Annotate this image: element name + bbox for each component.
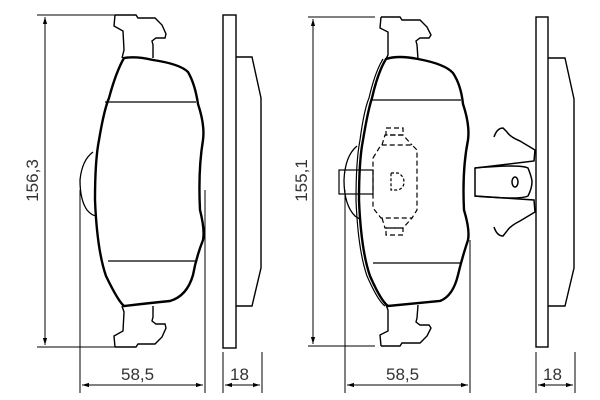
right-pad-side-view [535,16,576,393]
right-pad-thickness-label: 18 [543,365,562,384]
right-pad-spring-clip [474,127,536,237]
right-pad-height-label: 155,1 [291,159,311,202]
right-pad-width-label: 58,5 [386,365,420,384]
left-pad-thickness-label: 18 [230,365,249,384]
left-pad-width-label: 58,5 [121,365,155,384]
right-pad-front-view [308,16,471,393]
left-pad-height-label: 156,3 [22,159,42,202]
left-pad-front-view [37,14,206,393]
left-pad-side-view [222,14,263,393]
